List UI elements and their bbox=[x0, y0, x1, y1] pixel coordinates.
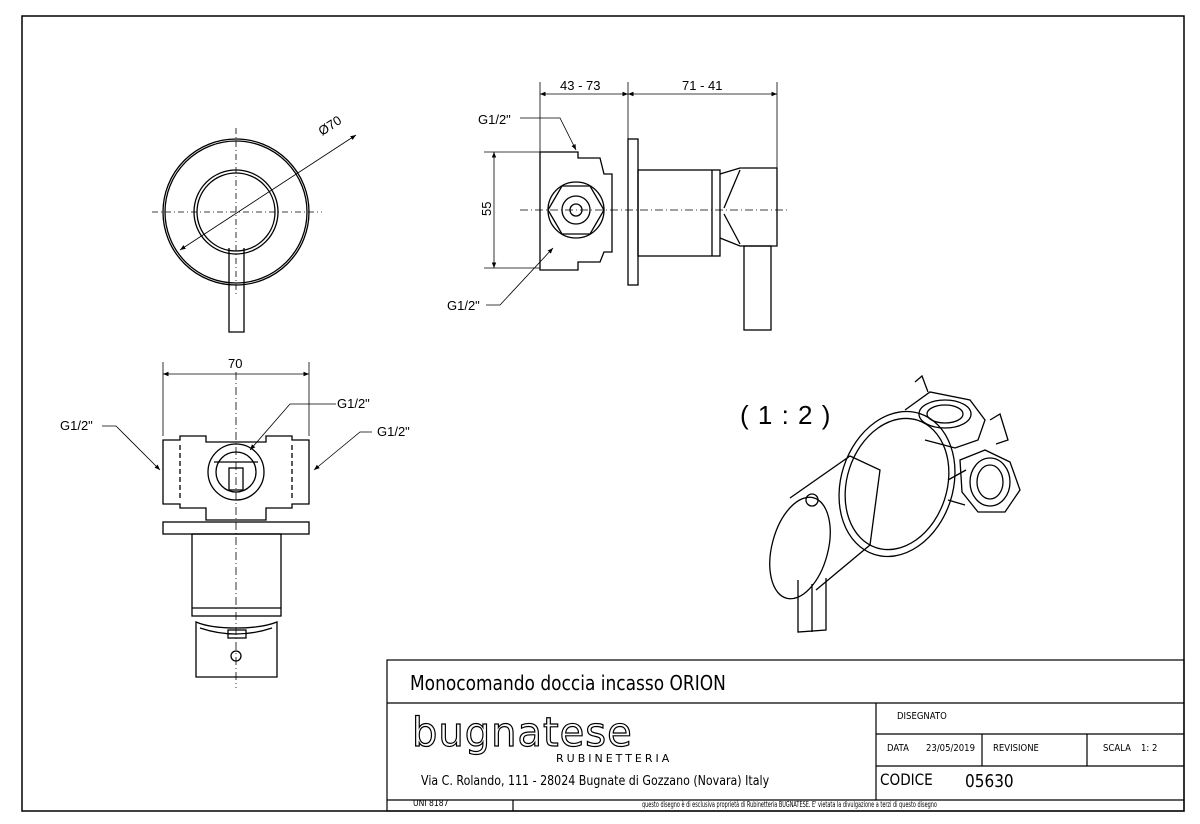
drawing-title: Monocomando doccia incasso ORION bbox=[410, 671, 726, 695]
dim-43-73: 43 - 73 bbox=[560, 78, 600, 93]
iso-scale-label: ( 1 : 2 ) bbox=[740, 400, 831, 430]
side-view bbox=[520, 138, 790, 331]
revision-label: REVISIONE bbox=[993, 743, 1039, 754]
diameter-dim: Ø70 bbox=[315, 113, 344, 139]
thread-label-side-top: G1/2" bbox=[478, 112, 511, 127]
dim-70: 70 bbox=[228, 356, 242, 371]
thread-label-bottom-right: G1/2" bbox=[377, 424, 410, 439]
drawn-label: DISEGNATO bbox=[897, 711, 947, 722]
dim-55: 55 bbox=[479, 202, 494, 216]
thread-label-bottom-left: G1/2" bbox=[60, 418, 93, 433]
date-value: 23/05/2019 bbox=[926, 743, 975, 754]
brand-logo: bugnatese bbox=[412, 710, 633, 756]
lever bbox=[228, 248, 245, 333]
standard-ref: UNI 8187 bbox=[413, 799, 449, 809]
scale-value: 1: 2 bbox=[1141, 743, 1158, 754]
side-dim-lines bbox=[484, 82, 778, 306]
plan-dim-lines bbox=[102, 362, 372, 688]
scale-label: SCALA bbox=[1103, 743, 1131, 754]
dim-71-41: 71 - 41 bbox=[682, 78, 722, 93]
ownership-disclaimer: questo disegno è di esclusiva proprietà … bbox=[642, 800, 937, 809]
isometric-view bbox=[769, 374, 1021, 633]
code-value: 05630 bbox=[965, 771, 1014, 792]
front-view bbox=[152, 128, 357, 333]
title-block bbox=[386, 659, 1185, 812]
brand-subtitle: RUBINETTERIA bbox=[556, 752, 672, 765]
diameter-leader bbox=[179, 134, 357, 251]
thread-label-bottom-center: G1/2" bbox=[337, 396, 370, 411]
company-address: Via C. Rolando, 111 - 28024 Bugnate di G… bbox=[421, 774, 770, 789]
date-label: DATA bbox=[887, 743, 909, 754]
code-label: CODICE bbox=[880, 770, 933, 789]
thread-label-side-bottom: G1/2" bbox=[447, 298, 480, 313]
